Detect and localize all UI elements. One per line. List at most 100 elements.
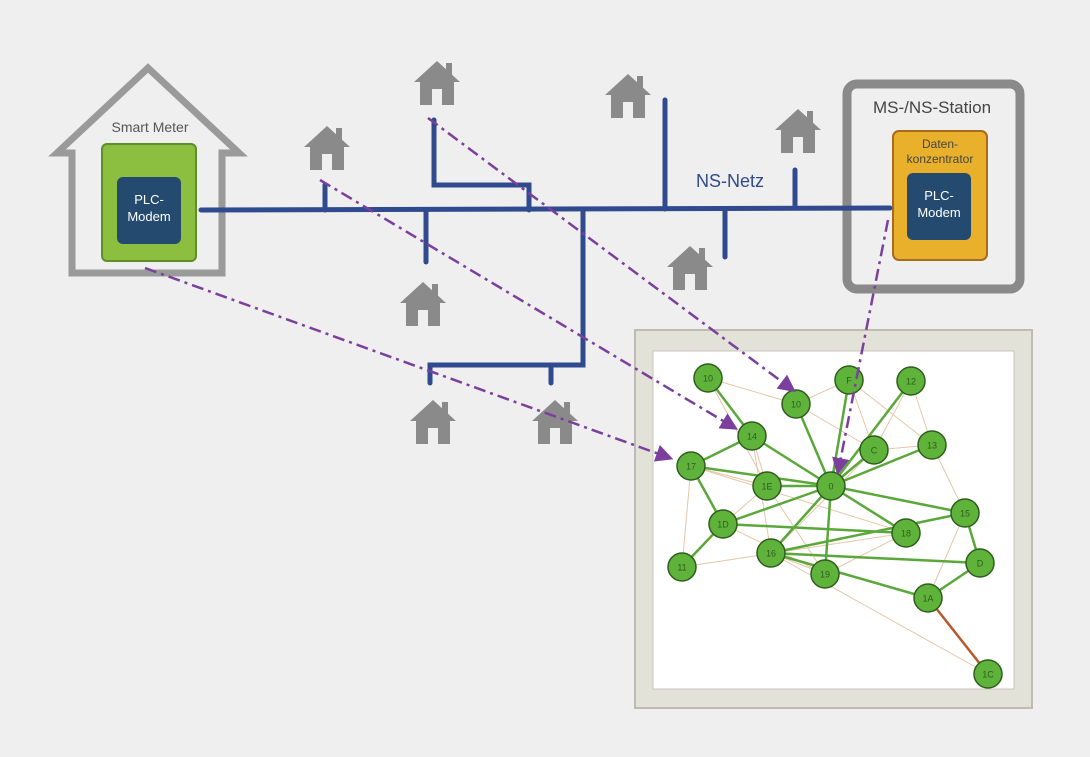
graph-node: 17	[676, 451, 706, 481]
graph-node-circle	[693, 363, 723, 393]
graph-node: F	[834, 365, 864, 395]
graph-node-label: D	[977, 559, 984, 569]
graph-node: 10	[693, 363, 723, 393]
graph-node: 16	[756, 538, 786, 568]
graph-node-circle	[676, 451, 706, 481]
graph-node-label: C	[871, 446, 878, 456]
graph-node-circle	[667, 552, 697, 582]
graph-node-label: 10	[791, 400, 801, 410]
graph-edge-weak	[848, 379, 933, 446]
graph-edge-weak	[795, 403, 875, 451]
graph-node-circle	[781, 389, 811, 419]
plc-signal-arrows	[144, 116, 890, 476]
house-icon	[410, 400, 456, 444]
graph-node-circle	[859, 435, 889, 465]
graph-node-label: 15	[960, 509, 970, 519]
station-frame	[842, 79, 1025, 294]
graph-node-label: 1C	[982, 670, 994, 680]
graph-node-circle	[708, 509, 738, 539]
graph-node-label: 12	[906, 377, 916, 387]
smart-meter-title: Smart Meter	[111, 119, 188, 135]
graph-edge	[751, 434, 832, 488]
graph-node-circle	[834, 365, 864, 395]
house-icon	[667, 246, 713, 290]
graph-node-label: F	[846, 376, 852, 386]
mesh-graph-panel: 10 F 12 10 14C 13 17 1E 0 1D 16 15 18 11 19 D 1A 1C	[634, 329, 1033, 709]
graph-node-label: 1E	[761, 482, 772, 492]
graph-edge-weak	[770, 449, 875, 554]
concentrator-line1: Daten-	[922, 137, 958, 151]
graph-node: 11	[667, 552, 697, 582]
graph-node-circle	[737, 421, 767, 451]
graph-edge-weak	[824, 532, 907, 575]
signal-arrow	[319, 178, 739, 430]
graph-node-label: 17	[686, 462, 696, 472]
graph-node: 19	[810, 559, 840, 589]
graph-node-circle	[896, 366, 926, 396]
graph-node: 13	[917, 430, 947, 460]
graph-node-circle	[973, 659, 1003, 689]
graph-node-label: 13	[927, 441, 937, 451]
concentrator-line2: konzentrator	[907, 152, 974, 166]
house-icon	[605, 74, 651, 118]
graph-node: D	[965, 548, 995, 578]
graph-edge-weak	[690, 465, 907, 534]
smart-meter-modem-line1: PLC-	[134, 192, 164, 207]
station-modem-line2: Modem	[917, 205, 960, 220]
graph-edge	[770, 511, 966, 555]
graph-node: 1D	[708, 509, 738, 539]
station-modem	[907, 173, 971, 240]
graph-edge-weak	[707, 377, 797, 405]
graph-node-circle	[810, 559, 840, 589]
graph-edge	[794, 403, 833, 487]
graph-edge-weak	[770, 552, 989, 675]
graph-node-circle	[756, 538, 786, 568]
smart-meter-modem	[117, 177, 181, 244]
graph-node: 1C	[973, 659, 1003, 689]
graph-node: 1A	[913, 583, 943, 613]
graph-edge	[830, 484, 907, 535]
house-icon	[775, 109, 821, 153]
graph-node: 10	[781, 389, 811, 419]
graph-edge	[770, 551, 981, 565]
graph-node: C	[859, 435, 889, 465]
graph-edge-weak	[681, 532, 907, 568]
house-icon	[414, 61, 460, 105]
graph-node-label: 14	[747, 432, 757, 442]
signal-arrow	[427, 116, 796, 393]
graph-node-circle	[752, 471, 782, 501]
house-icon	[304, 126, 350, 170]
graph-node-label: 1D	[717, 520, 729, 530]
graph-node-circle	[891, 518, 921, 548]
graph-node-label: 10	[703, 374, 713, 384]
station-title: MS-/NS-Station	[873, 98, 991, 117]
graph-edge-weak	[927, 512, 966, 599]
graph-node: 1E	[752, 471, 782, 501]
graph-node-circle	[816, 471, 846, 501]
graph-node-circle	[917, 430, 947, 460]
graph-node-label: 11	[677, 563, 686, 573]
graph-node: 15	[950, 498, 980, 528]
graph-edge	[830, 443, 933, 488]
graph-node-label: 19	[820, 570, 830, 580]
graph-edge	[830, 484, 966, 515]
station-modem-line1: PLC-	[924, 188, 954, 203]
graph-node-label: 1A	[922, 594, 933, 604]
graph-node: 0	[816, 471, 846, 501]
graph-edge-weak	[766, 485, 826, 575]
graph-edge-weak	[681, 465, 692, 568]
graph-node: 12	[896, 366, 926, 396]
graph-edge-bad	[927, 597, 989, 675]
smart-meter-modem-line2: Modem	[127, 209, 170, 224]
smart-meter-house	[48, 63, 248, 277]
graph-edge	[722, 484, 832, 526]
graph-edge	[770, 551, 929, 600]
graph-node: 14	[737, 421, 767, 451]
house-icon	[400, 282, 446, 326]
graph-node: 18	[891, 518, 921, 548]
graph-node-circle	[950, 498, 980, 528]
ns-netz-label: NS-Netz	[696, 171, 764, 191]
graph-edge	[770, 485, 832, 554]
graph-node-circle	[965, 548, 995, 578]
